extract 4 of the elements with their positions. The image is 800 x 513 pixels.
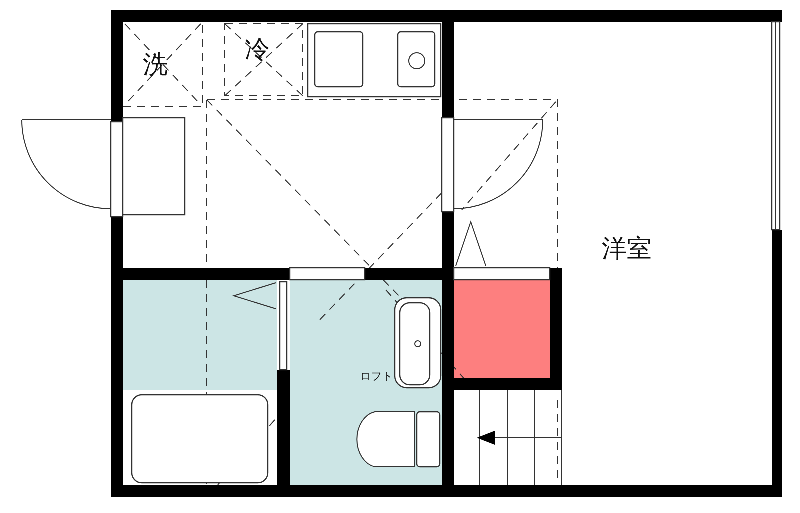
loft-label: ロフト xyxy=(360,371,393,382)
room-label: 洗 xyxy=(143,52,168,77)
room-label: 冷 xyxy=(245,37,270,62)
room-label: 洋室 xyxy=(602,236,652,261)
